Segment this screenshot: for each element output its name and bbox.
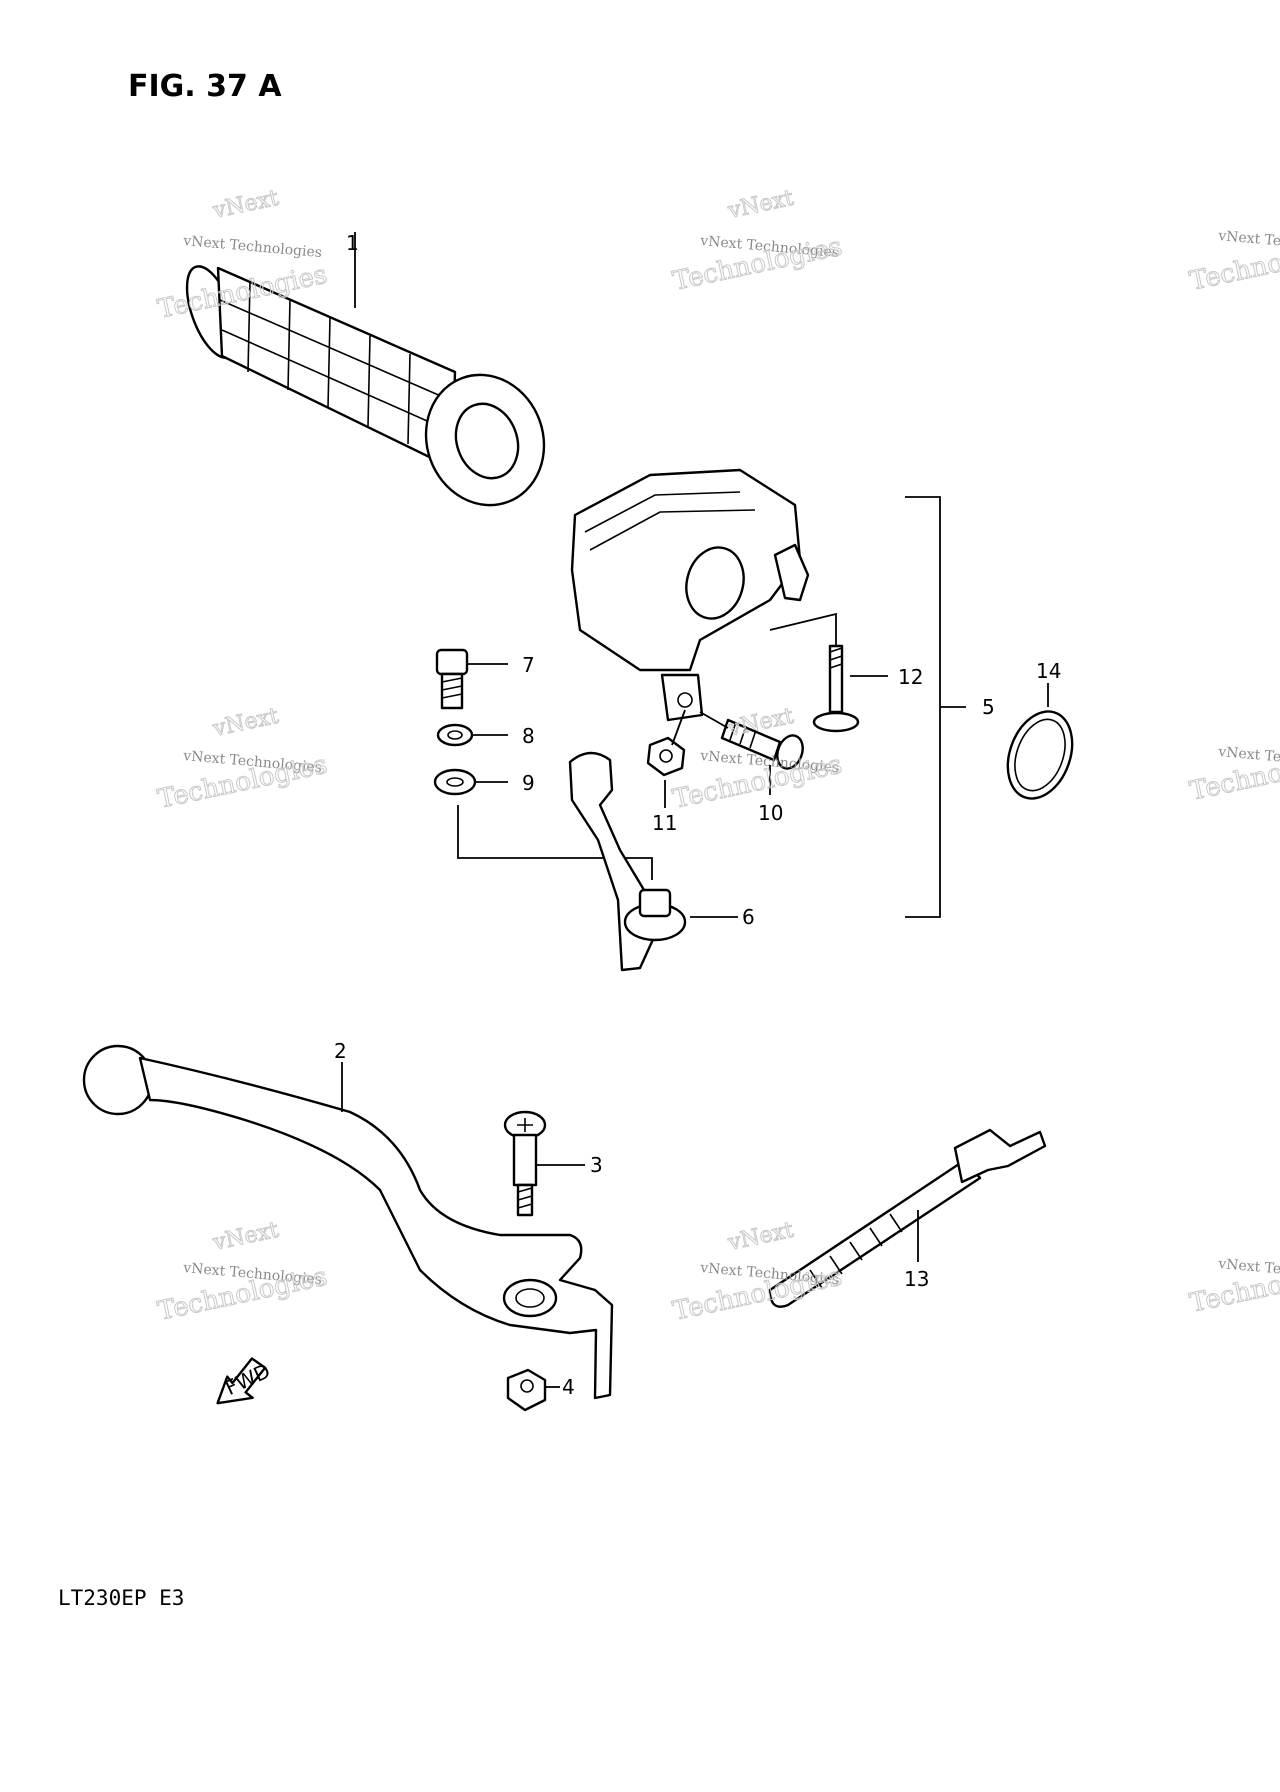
part-5-switch-housing[interactable]: [570, 468, 810, 722]
part-9-washer[interactable]: [433, 768, 477, 796]
callout-5[interactable]: 5: [982, 695, 995, 719]
svg-text:vNext: vNext: [210, 186, 281, 224]
part-11-nut[interactable]: [646, 736, 686, 777]
callout-3[interactable]: 3: [590, 1153, 603, 1177]
part-8-lock-washer[interactable]: [436, 723, 474, 747]
callout-14[interactable]: 14: [1036, 659, 1061, 683]
part-7-bolt[interactable]: [435, 648, 469, 710]
svg-text:vNext: vNext: [725, 1218, 796, 1256]
watermark-top-left: vNext vNext Technologies Technologies: [155, 185, 331, 325]
callout-12[interactable]: 12: [898, 665, 923, 689]
assembly-bracket: [905, 496, 941, 918]
part-1-grip[interactable]: [177, 260, 562, 522]
callout-1[interactable]: 1: [346, 231, 359, 255]
callout-6[interactable]: 6: [742, 905, 755, 929]
part-13-cable-tie[interactable]: [768, 1128, 1047, 1308]
part-6-choke-lever[interactable]: [568, 751, 687, 972]
model-code: LT230EP E3: [58, 1586, 184, 1610]
part-12-screw[interactable]: [812, 644, 860, 733]
svg-text:vNext: vNext: [210, 704, 281, 742]
watermark-bottom-left: vNext vNext Technologies Technologies: [155, 1217, 331, 1327]
assembly-line-11: [671, 709, 686, 746]
callout-13[interactable]: 13: [904, 1267, 929, 1291]
part-3-pivot-bolt[interactable]: [503, 1110, 547, 1217]
part-4-nut[interactable]: [506, 1368, 547, 1412]
svg-text:vNext: vNext: [210, 1218, 281, 1256]
callout-10[interactable]: 10: [758, 801, 783, 825]
callout-2[interactable]: 2: [334, 1039, 347, 1063]
part-10-screw[interactable]: [720, 718, 807, 772]
svg-text:vNext Technologies: vNext Technologies: [182, 233, 323, 261]
svg-text:vNext: vNext: [725, 186, 796, 224]
watermark-bottom-center: vNext vNext Technologies Technologies: [670, 1217, 846, 1327]
fwd-arrow: FWD: [216, 1357, 274, 1405]
watermark-mid-left: vNext vNext Technologies Technologies: [155, 703, 331, 815]
assembly-line-10: [699, 711, 729, 729]
callout-7[interactable]: 7: [522, 653, 535, 677]
callout-11[interactable]: 11: [652, 811, 677, 835]
part-2-brake-lever[interactable]: [82, 1044, 614, 1400]
callout-4[interactable]: 4: [562, 1375, 575, 1399]
callout-8[interactable]: 8: [522, 724, 535, 748]
part-14-o-ring[interactable]: [996, 702, 1083, 807]
leader-12-link: [769, 612, 837, 646]
assembly-line-9-6: [457, 805, 653, 880]
callout-9[interactable]: 9: [522, 771, 535, 795]
watermark-top-center: vNext vNext Technologies Technologies: [670, 185, 846, 297]
watermark-right-edge: vNext Technologies Technologies vNext Te…: [1187, 228, 1280, 1319]
figure-title: FIG. 37 A: [128, 69, 282, 104]
